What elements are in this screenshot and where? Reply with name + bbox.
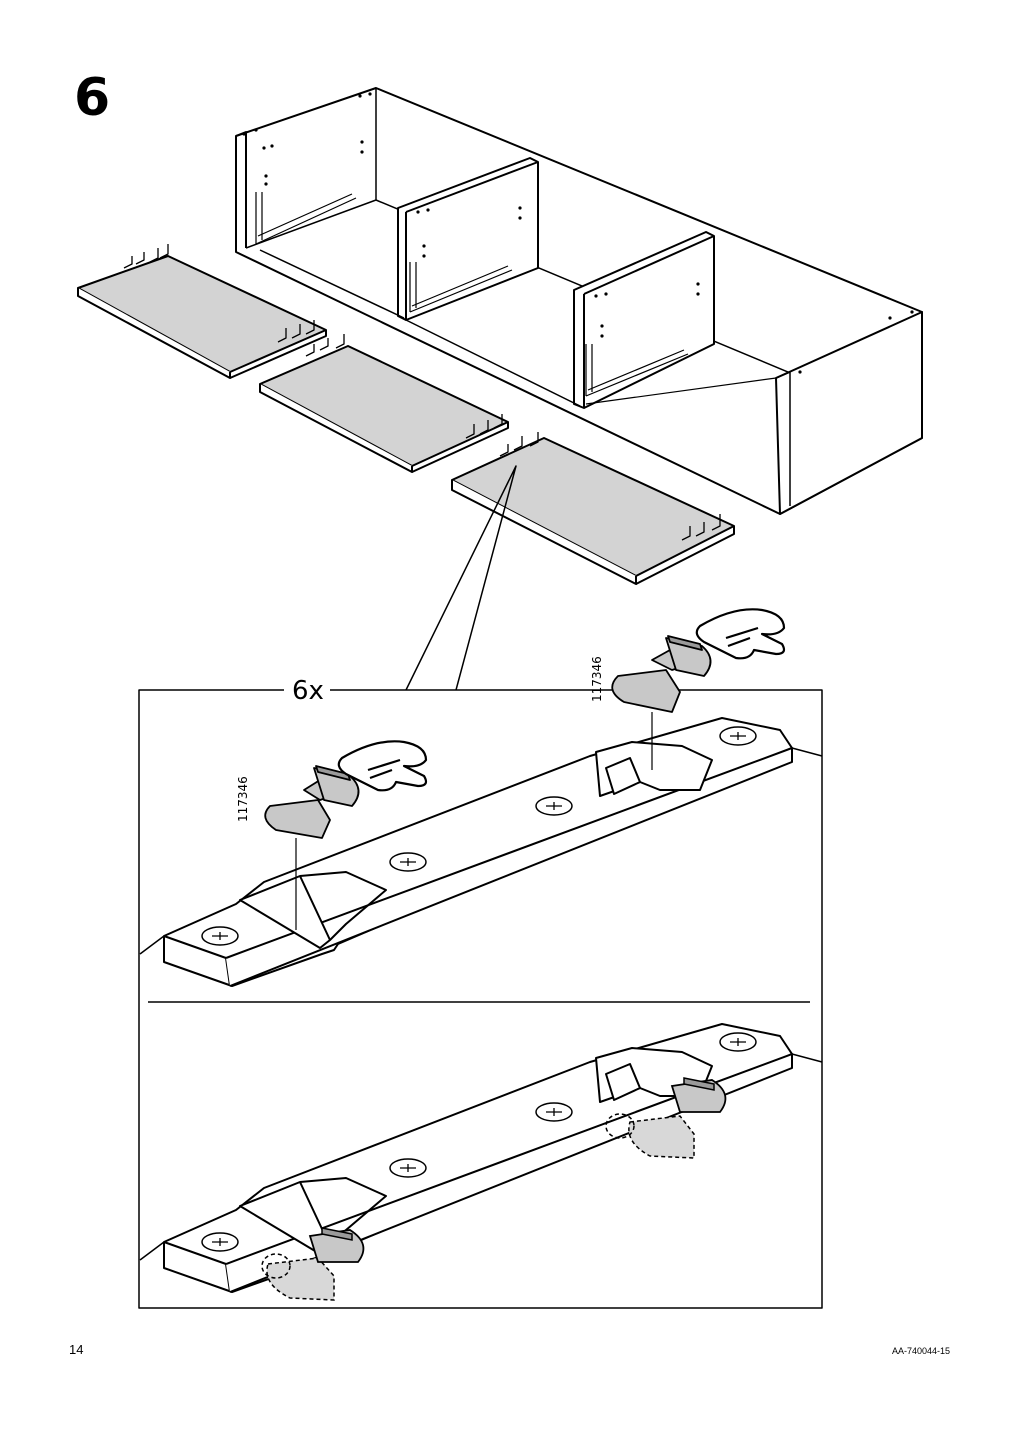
- cabinet-holes: [242, 92, 914, 374]
- page-number: 14: [69, 1342, 84, 1357]
- detail-frame: [138, 689, 823, 1309]
- shelf-2: [259, 345, 509, 473]
- shelf-3: [451, 437, 735, 585]
- screw-slots-top: [212, 732, 746, 940]
- shelf-clips: [123, 244, 721, 541]
- quantity-label: 6x: [290, 676, 326, 706]
- support-strip-bottom: [139, 1023, 823, 1293]
- screw-slots-bottom: [212, 1038, 746, 1246]
- inserted-clip-right: [605, 1077, 727, 1159]
- shelf-clip-left: [264, 765, 360, 930]
- shelf-1: [77, 255, 327, 379]
- hand-icon-right: [695, 608, 786, 660]
- support-strip-top: [139, 717, 823, 987]
- shelf-clip-right: [611, 635, 712, 770]
- part-number-label-right: 117346: [590, 656, 604, 702]
- part-number-label-left: 117346: [236, 776, 250, 822]
- hand-icon-left: [337, 740, 428, 792]
- document-code: AA-740044-15: [891, 1346, 950, 1356]
- inserted-clip-left: [261, 1227, 365, 1301]
- cabinet-frame: [235, 87, 923, 515]
- step-number: 6: [74, 68, 111, 128]
